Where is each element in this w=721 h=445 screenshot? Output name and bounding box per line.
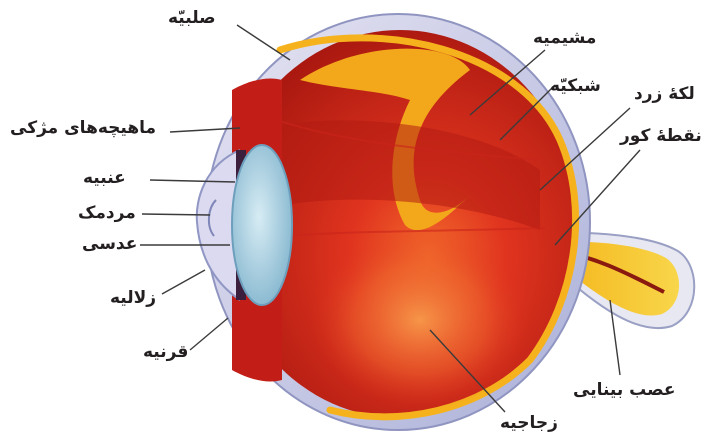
label-macula: لکهٔ زرد	[634, 86, 695, 103]
label-iris: عنبیه	[83, 170, 126, 187]
label-blind-spot: نقطهٔ کور	[620, 128, 702, 145]
label-ciliary-muscles: ماهیچه‌های مژکی	[10, 120, 156, 137]
label-cornea: قرنیه	[143, 344, 188, 361]
label-vitreous-humor: زجاجیه	[500, 415, 558, 432]
label-optic-nerve: عصب بینایی	[573, 382, 676, 399]
label-choroid: مشیمیه	[533, 30, 596, 47]
label-pupil: مردمک	[78, 205, 136, 222]
lens	[232, 145, 292, 305]
label-sclera: صلبیّه	[168, 10, 216, 27]
label-retina: شبکیّه	[550, 78, 601, 95]
label-aqueous-humor: زلالیه	[110, 290, 156, 307]
label-lens: عدسی	[82, 236, 137, 253]
